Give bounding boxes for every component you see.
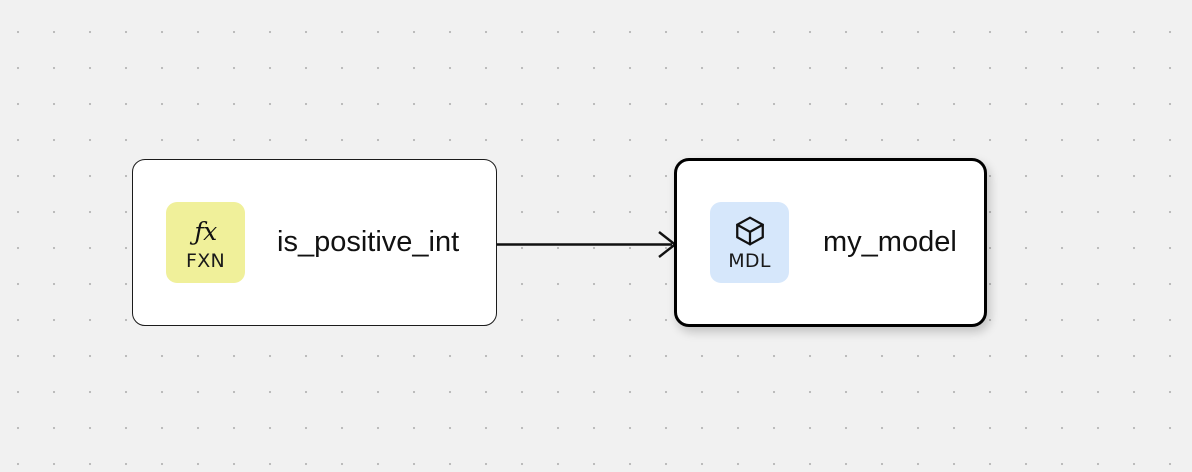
node-badge-mdl: MDL [710,202,789,283]
node-title: is_positive_int [277,226,460,258]
function-fx-glyph: ƒx [194,216,217,246]
node-title: my_model [823,226,957,258]
edge-arrowhead-icon [658,231,677,258]
node-is-positive-int[interactable]: ƒx FXN is_positive_int [132,159,497,326]
function-fx-icon: ƒx [194,214,217,248]
node-badge-label: FXN [185,250,226,272]
cube-box-icon-svg [735,216,764,246]
node-badge-label: MDL [728,250,771,272]
edge-is-positive-int-to-my-model[interactable] [497,231,677,258]
node-badge-fxn: ƒx FXN [166,202,245,283]
node-my-model[interactable]: MDL my_model [674,158,987,327]
cube-box-icon [733,214,767,248]
